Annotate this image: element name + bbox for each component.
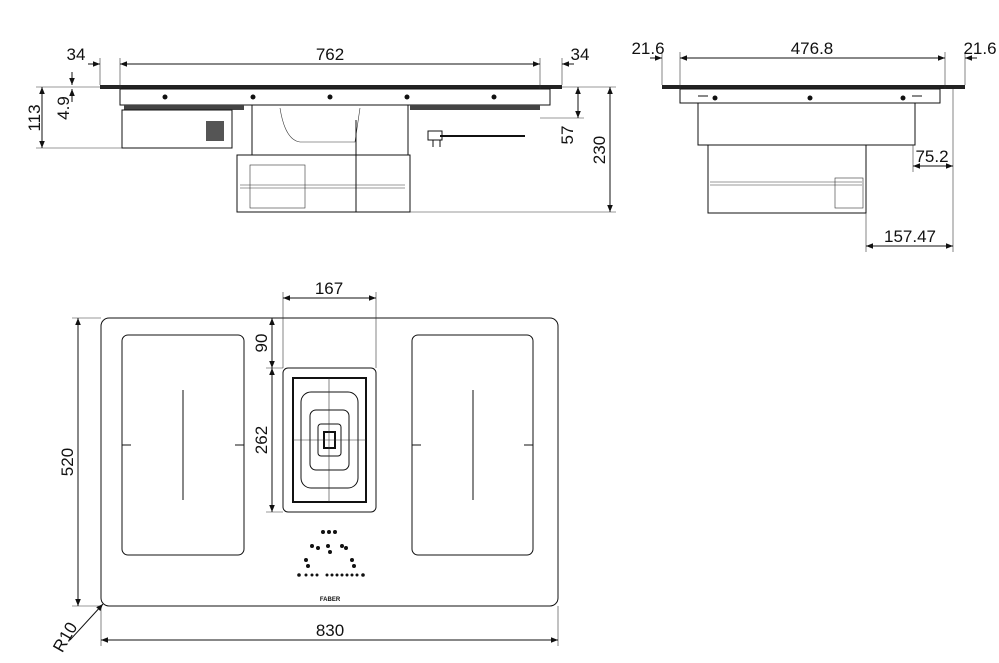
touch-controls[interactable]: [297, 530, 365, 577]
motor-box: [236, 154, 411, 213]
side-dimensions: 476.8 21.6 21.6 75.2 157.47: [631, 39, 997, 252]
dim-right-margin: 21.6: [963, 39, 996, 58]
connector: [834, 177, 864, 209]
dim-hood-top-offset: 90: [252, 334, 271, 353]
hob-outline: [100, 317, 559, 607]
hood-grille[interactable]: [282, 367, 377, 513]
front-view: 762 34 34 113 4.9 57 230: [25, 45, 616, 213]
dim-hood-offset: 75.2: [915, 147, 948, 166]
dim-hood-width: 167: [315, 279, 343, 298]
dim-left-margin: 21.6: [631, 39, 664, 58]
cooking-zone-right: [411, 334, 534, 556]
dim-corner-radius: R10: [49, 619, 81, 656]
dim-cutout-width: 762: [316, 45, 344, 64]
top-dimensions: 167 90 262 520 830 R10: [49, 279, 559, 656]
induction-module: [697, 102, 916, 146]
dim-total-width: 830: [316, 621, 344, 640]
glass-plate: [100, 85, 562, 89]
dim-total-height: 230: [590, 136, 609, 164]
frame: [119, 88, 551, 106]
dim-left-margin: 34: [67, 45, 86, 64]
fan-grille: [206, 121, 224, 141]
motor: [249, 164, 306, 209]
vent-strip: [124, 105, 244, 110]
dim-glass-thickness: 4.9: [54, 96, 73, 120]
brand-logo: FABER: [320, 597, 341, 603]
hood-housing: [251, 105, 409, 156]
dim-rear-offset: 157.47: [884, 227, 936, 246]
cooking-zone-left: [121, 334, 245, 556]
dim-hood-length: 262: [252, 426, 271, 454]
side-view: 476.8 21.6 21.6 75.2 157.47: [631, 39, 997, 252]
vent-strip: [410, 105, 540, 110]
glass-plate: [662, 85, 965, 89]
duct-outline: [279, 107, 361, 143]
motor-box: [707, 144, 867, 214]
induction-module: [121, 109, 233, 149]
top-view: FABER 167 90 262 520 830 R10: [49, 279, 559, 656]
frame-screws: [698, 95, 922, 101]
dim-total-depth: 520: [58, 448, 77, 476]
dim-right-margin: 34: [571, 45, 590, 64]
front-dimensions: 762 34 34 113 4.9 57 230: [25, 45, 616, 213]
frame-screws: [162, 94, 497, 100]
power-cord: [427, 130, 525, 147]
dim-upper-depth: 57: [558, 126, 577, 145]
dim-cutout-depth: 476.8: [791, 39, 834, 58]
dim-side-height: 113: [25, 104, 44, 131]
